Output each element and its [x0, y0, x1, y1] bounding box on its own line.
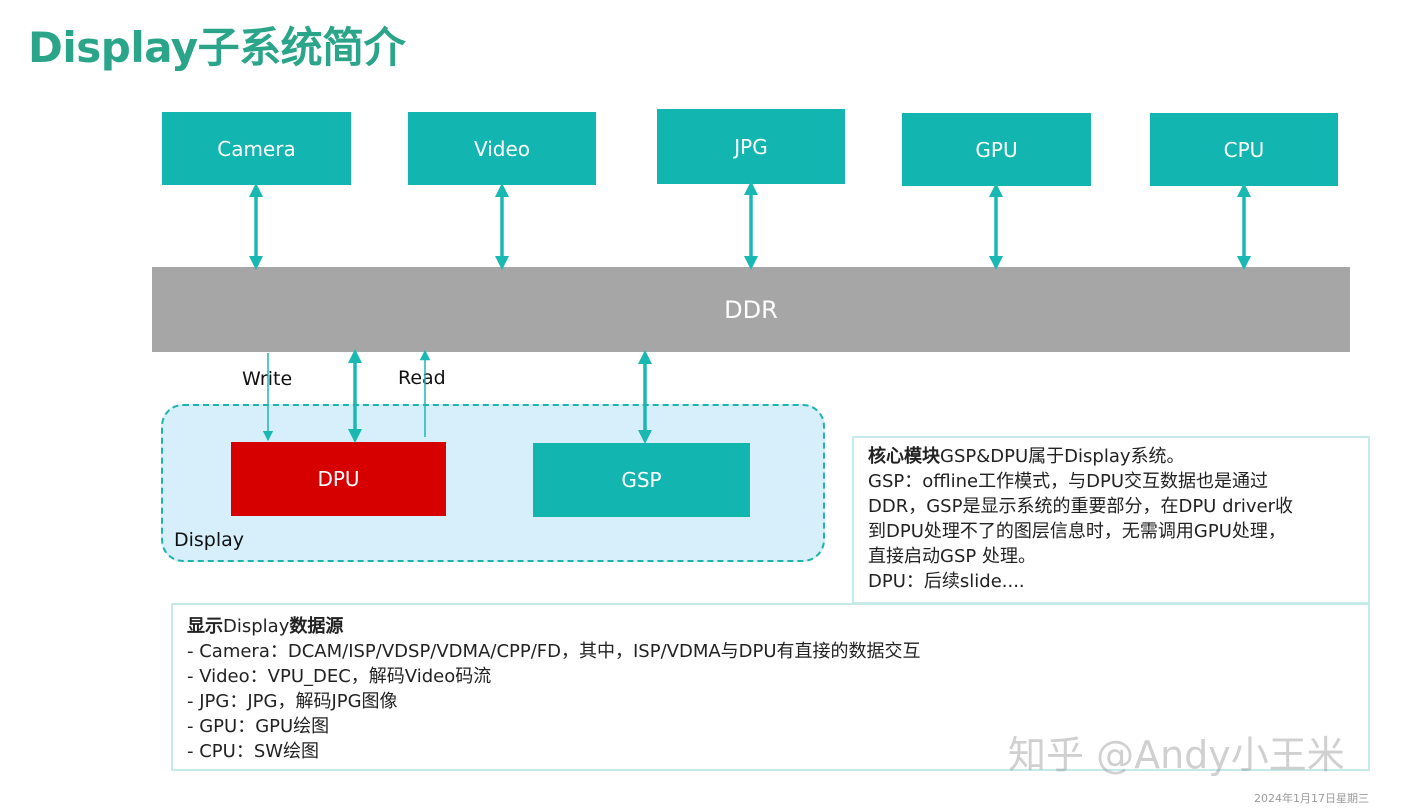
sources-item: - Camera：DCAM/ISP/VDSP/VDMA/CPP/FD，其中，IS…	[187, 641, 921, 662]
core-note-line: 直接启动GSP 处理。	[868, 546, 1036, 567]
core-note-line: DPU：后续slide....	[868, 571, 1025, 592]
gpu-box: GPU	[902, 113, 1091, 186]
dpu-box: DPU	[231, 442, 446, 516]
camera-box: Camera	[162, 112, 351, 185]
sources-heading: 显示Display数据源	[187, 614, 1354, 639]
display-label: Display	[174, 529, 245, 551]
sources-heading-bold: 显示	[187, 616, 223, 637]
core-note-lead-rest: GSP&DPU属于Display系统。	[940, 446, 1185, 467]
core-note-line: 到DPU处理不了的图层信息时，无需调用GPU处理，	[868, 521, 1286, 542]
write-label: Write	[242, 368, 293, 390]
core-note-line: DDR，GSP是显示系统的重要部分，在DPU driver收	[868, 496, 1294, 517]
slide-date: 2024年1月17日星期三	[1254, 792, 1369, 805]
core-note-lead-bold: 核心模块	[868, 446, 940, 467]
sources-heading-bold2: 数据源	[289, 616, 344, 637]
page-title: Display子系统简介	[28, 23, 406, 72]
gsp-box: GSP	[533, 443, 750, 517]
cpu-box: CPU	[1150, 113, 1338, 186]
sources-item: - JPG：JPG，解码JPG图像	[187, 691, 398, 712]
watermark: 知乎 @Andy小王米	[1008, 733, 1345, 777]
core-module-note: 核心模块GSP&DPU属于Display系统。 GSP：offline工作模式，…	[852, 436, 1370, 604]
sources-item: - CPU：SW绘图	[187, 741, 320, 762]
sources-item: - Video：VPU_DEC，解码Video码流	[187, 666, 492, 687]
data-sources-note: 显示Display数据源 - Camera：DCAM/ISP/VDSP/VDMA…	[171, 603, 1370, 771]
sources-heading-mid: Display	[223, 616, 290, 637]
sources-item: - GPU：GPU绘图	[187, 716, 330, 737]
read-label: Read	[398, 367, 446, 389]
jpg-box: JPG	[657, 109, 845, 184]
core-note-line: GSP：offline工作模式，与DPU交互数据也是通过	[868, 471, 1269, 492]
video-box: Video	[408, 112, 596, 185]
core-note-lead: 核心模块GSP&DPU属于Display系统。	[868, 444, 1354, 469]
ddr-bar: DDR	[152, 267, 1350, 352]
